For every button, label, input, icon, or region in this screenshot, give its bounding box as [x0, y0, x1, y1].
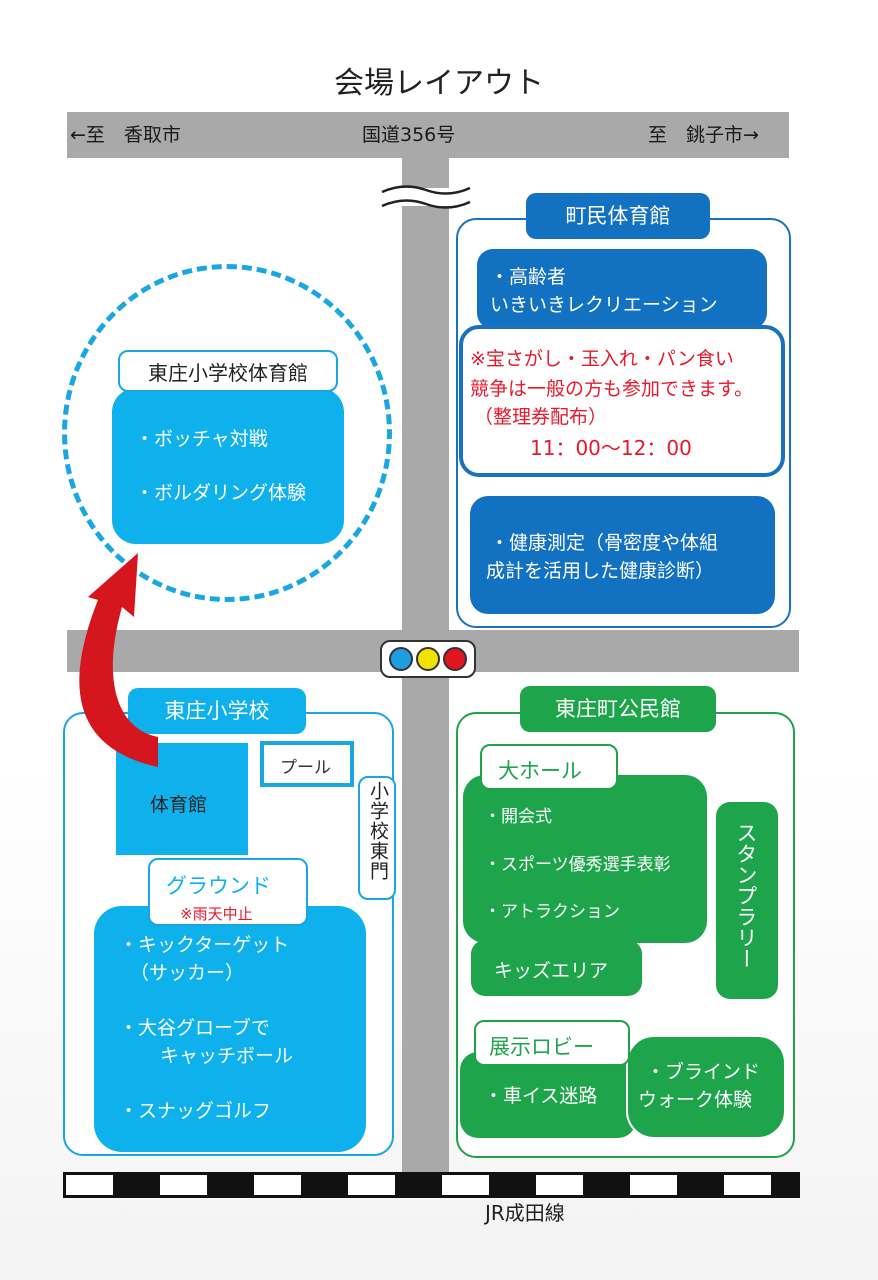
town-gym-title: 町民体育館: [526, 193, 710, 239]
notice-time: 11：00～12：00: [530, 436, 692, 460]
opening-ceremony-item: ・開会式: [484, 807, 552, 827]
school-gym-area: [62, 264, 392, 602]
east-gate: [358, 776, 396, 900]
awards-item: ・スポーツ優秀選手表彰: [484, 855, 671, 875]
notice-line-3: （整理券配布）: [474, 406, 608, 428]
notice-box: [459, 325, 785, 477]
attraction-item: ・アトラクション: [484, 902, 620, 922]
page-title: 会場レイアウト: [334, 66, 544, 101]
east-gate-label: 小学校東門: [367, 781, 389, 881]
national-route-road: [67, 112, 789, 158]
health-check-panel: [470, 496, 775, 614]
school-gym-title: 東庄小学校体育館: [118, 350, 338, 392]
exhibit-lobby-panel: [460, 1052, 636, 1138]
pool-label: プール: [280, 758, 331, 778]
blind-walk-line-2: ウォーク体験: [638, 1089, 753, 1111]
school-gym-building: [116, 743, 248, 855]
kick-target-line-2: （サッカー）: [130, 962, 245, 984]
catch-ball-line-1: ・大谷グローブで: [119, 1017, 270, 1039]
health-line-2: 成計を活用した健康診断）: [486, 560, 715, 582]
kick-target-line-1: ・キックターゲット: [119, 934, 290, 956]
blue-light-icon: [389, 647, 414, 671]
ground-panel: [94, 906, 366, 1152]
ground-title-box: [148, 858, 308, 926]
senior-recreation-panel: [477, 249, 767, 329]
blind-walk-line-1: ・ブラインド: [646, 1061, 761, 1083]
road-label-right: 至 銚子市→: [648, 124, 759, 146]
exhibit-lobby-title: 展示ロビー: [489, 1035, 594, 1059]
bouldering-item: ・ボルダリング体験: [135, 482, 307, 504]
road-label-left: ←至 香取市: [70, 124, 181, 146]
traffic-signal-icon: [380, 640, 476, 678]
rain-note: ※雨天中止: [180, 905, 253, 923]
railway-track: [63, 1172, 800, 1198]
health-line-1: ・健康測定（骨密度や体組: [490, 532, 719, 554]
road-label-center: 国道356号: [362, 124, 456, 146]
school-title: 東庄小学校: [128, 688, 306, 734]
railway-label: JR成田線: [485, 1201, 565, 1225]
kids-area-label: キッズエリア: [494, 960, 609, 982]
senior-line-1: ・高齢者: [490, 266, 567, 288]
road-break-icon: [380, 185, 472, 209]
senior-line-2: いきいきレクリエーション: [490, 294, 718, 316]
ground-title: グラウンド: [166, 874, 271, 898]
catch-ball-line-2: キャッチボール: [160, 1045, 294, 1067]
stamp-rally-label: スタンプラリー: [734, 822, 758, 969]
wheelchair-maze-item: ・車イス迷路: [484, 1085, 598, 1107]
stamp-rally-panel: [716, 802, 778, 999]
notice-line-1: ※宝さがし・玉入れ・パン食い: [470, 348, 734, 370]
main-hall-title: 大ホール: [498, 759, 582, 783]
main-hall-title-box: [480, 744, 618, 790]
snag-golf-item: ・スナッグゴルフ: [119, 1100, 272, 1122]
notice-line-2: 競争は一般の方も参加できます。: [470, 378, 754, 400]
school-gym-panel: [112, 388, 344, 544]
yellow-light-icon: [415, 647, 440, 671]
school-gym-building-label: 体育館: [150, 794, 208, 816]
blind-walk-panel: [626, 1035, 786, 1139]
red-arrow-icon: [79, 553, 158, 767]
main-hall-panel: [463, 775, 707, 943]
exhibit-lobby-title-box: [474, 1020, 630, 1066]
pool: [260, 741, 354, 787]
kids-area-panel: [471, 940, 642, 996]
boccia-item: ・ボッチャ対戦: [135, 428, 268, 450]
community-center-title: 東庄町公民館: [520, 686, 716, 732]
red-light-icon: [442, 647, 467, 671]
